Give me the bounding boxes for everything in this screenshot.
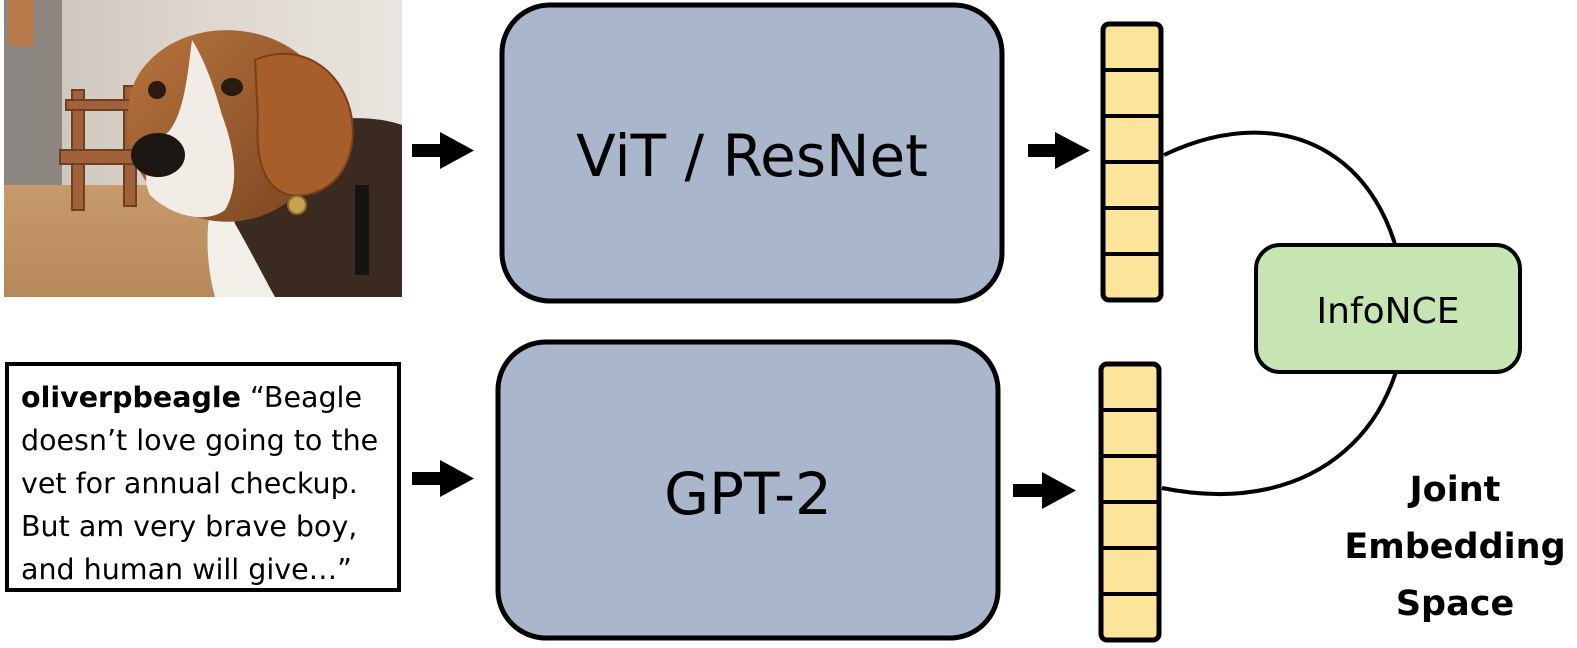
beagle-photo — [4, 0, 402, 297]
image-encoder-label: ViT / ResNet — [576, 122, 928, 190]
text-encoder: GPT-2 — [495, 339, 1001, 641]
infonce-loss: InfoNCE — [1254, 243, 1522, 374]
photo-dog-eye-right — [221, 78, 243, 96]
photo-dog-ear — [253, 52, 354, 197]
image-embedding-vector — [1100, 21, 1164, 303]
joint-label-line-1: Joint — [1409, 470, 1501, 510]
photo-dog-harness — [355, 185, 369, 275]
arrow-caption-to-text-encoder — [412, 460, 474, 497]
joint-label-line-3: Space — [1395, 584, 1515, 624]
caption-box: oliverpbeagle “Beagle doesn’t love going… — [5, 362, 401, 592]
arrow-text-encoder-to-embedding — [1013, 472, 1076, 509]
caption-username: oliverpbeagle — [21, 381, 241, 414]
photo-dog-nose — [131, 133, 185, 177]
infonce-box — [1254, 243, 1522, 374]
arrow-image-encoder-to-embedding — [1028, 132, 1090, 169]
infonce-label: InfoNCE — [1317, 291, 1460, 332]
caption-text: “Beagle doesn’t love going to the vet fo… — [21, 381, 379, 586]
text-encoder-label: GPT-2 — [664, 460, 832, 528]
image-encoder-box — [499, 2, 1005, 304]
photo-dog-eye-left — [148, 81, 166, 99]
text-encoder-box — [495, 339, 1001, 641]
text-embedding-vector — [1098, 361, 1162, 643]
arrow-photo-to-image-encoder — [412, 132, 474, 169]
joint-embedding-space-label: Joint Embedding Space — [1330, 462, 1577, 633]
joint-label-line-2: Embedding — [1344, 527, 1566, 567]
arrows — [412, 132, 1090, 509]
image-encoder: ViT / ResNet — [499, 2, 1005, 304]
photo-notice-board — [8, 0, 34, 46]
photo-dog-tag — [287, 195, 307, 215]
